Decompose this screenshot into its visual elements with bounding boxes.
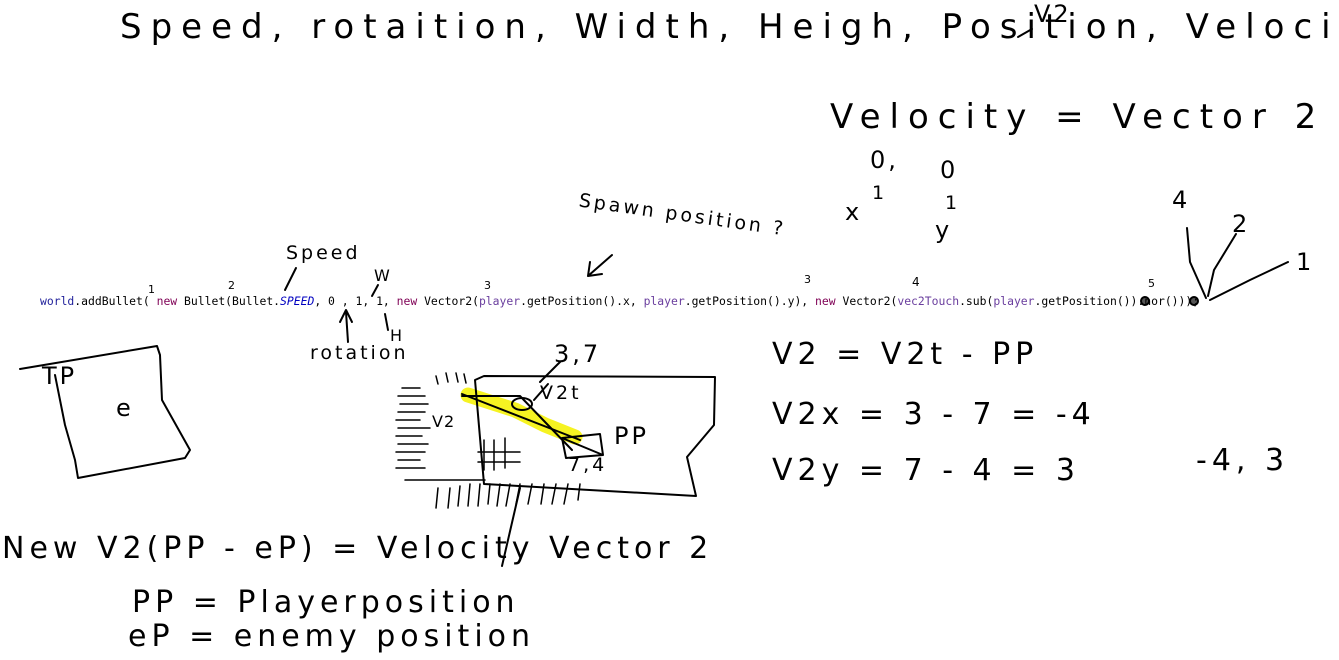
arg-mark-3b: 3 — [804, 273, 812, 286]
tp-box-label: TP — [42, 362, 78, 390]
code-getpos-y: .getPosition().y), — [684, 294, 816, 308]
code-getpos-norm: .getPosition()).nor())); — [1034, 294, 1200, 308]
arg-mark-4: 4 — [912, 275, 921, 289]
v2-top-label: V2 — [1034, 0, 1072, 28]
pp-definition: PP = Playerposition — [132, 585, 520, 620]
code-player-1: player — [478, 294, 521, 308]
scribble-mark-2 — [1189, 296, 1199, 306]
code-vector-ctor-1: Vector2( — [417, 294, 479, 308]
rotation-label: rotation — [310, 342, 409, 364]
height-label: H — [390, 326, 404, 345]
pointer-number-2: 2 — [1232, 210, 1251, 238]
speed-label: Speed — [286, 242, 361, 264]
code-vec2touch: vec2Touch — [897, 294, 960, 308]
coord37-pointer — [539, 361, 561, 383]
code-new-3: new — [815, 294, 836, 308]
v2-small-label: V2 — [432, 412, 456, 431]
new-v2-note: New V2(PP - eP) = Velocity Vector 2 — [2, 531, 714, 566]
code-speed-field: SPEED — [280, 294, 315, 308]
rotation-arrow — [339, 309, 353, 343]
target-circle — [511, 397, 533, 411]
result-vector: -4, 3 — [1196, 443, 1290, 478]
arg-mark-1: 1 — [148, 283, 156, 296]
velocity-zero-y: 0 — [940, 156, 959, 184]
v2t-label: V2t — [540, 382, 582, 404]
target-marker — [461, 395, 573, 451]
arg-mark-2: 2 — [228, 279, 236, 292]
scribble-mark-1 — [1140, 296, 1150, 306]
pointer-2 — [1207, 233, 1237, 297]
notes-title-line: Speed, rotaition, Width, Heigh, Position… — [120, 7, 1339, 47]
pp-label: PP — [614, 422, 649, 450]
code-line: world.addBullet( new Bullet(Bullet.SPEED… — [40, 294, 1199, 308]
code-new-1: new — [156, 294, 178, 308]
player-target-line — [461, 393, 581, 441]
code-player-3: player — [993, 294, 1035, 308]
equation-v2: V2 = V2t - PP — [772, 337, 1039, 372]
pointer-down — [501, 487, 521, 567]
code-vector-ctor-2: Vector2( — [835, 294, 898, 308]
width-label: W — [374, 266, 391, 285]
code-add-bullet: .addBullet( — [74, 294, 157, 308]
code-bullet-ctor: Bullet(Bullet. — [177, 294, 281, 308]
pointer-number-4: 4 — [1172, 186, 1191, 214]
code-world: world — [40, 294, 75, 308]
arg-mark-3a: 3 — [484, 279, 492, 292]
code-player-2: player — [643, 294, 685, 308]
velocity-zero-x: 0, — [870, 146, 899, 174]
code-getpos-x: .getPosition().x, — [520, 294, 644, 308]
highlight-stroke — [460, 387, 583, 445]
equation-v2y: V2y = 7 - 4 = 3 — [772, 453, 1080, 488]
v2t-pointer — [533, 383, 549, 401]
code-new-2: new — [396, 294, 418, 308]
velocity-one-a: 1 — [872, 182, 888, 204]
velocity-one-b: 1 — [945, 192, 961, 214]
v2-tick — [1017, 28, 1033, 38]
enemy-box-label: e — [116, 394, 134, 422]
pointer-number-1: 1 — [1296, 248, 1315, 276]
coord-3-7: 3,7 — [554, 340, 602, 368]
ep-definition: eP = enemy position — [128, 619, 536, 654]
pointer-4 — [1186, 227, 1207, 299]
spawn-arrow — [587, 254, 613, 277]
pp-box — [561, 433, 604, 459]
inner-grid — [477, 437, 521, 471]
scene-box — [474, 375, 716, 497]
velocity-x-label: x — [845, 198, 863, 226]
ruler-left — [395, 372, 486, 481]
velocity-definition: Velocity = Vector 2 — [830, 97, 1326, 137]
pointer-1 — [1209, 261, 1289, 301]
velocity-y-label: y — [935, 216, 953, 244]
arg-mark-5: 5 — [1148, 277, 1156, 290]
equation-v2x: V2x = 3 - 7 = -4 — [772, 397, 1096, 432]
coord-7-4: 7,4 — [568, 454, 608, 476]
tp-box — [19, 345, 191, 479]
w-pointer — [371, 284, 379, 297]
code-sub: .sub( — [959, 294, 994, 308]
code-args: , 0 , 1, 1, — [314, 294, 397, 308]
h-pointer — [384, 313, 389, 331]
speed-pointer — [284, 267, 297, 291]
